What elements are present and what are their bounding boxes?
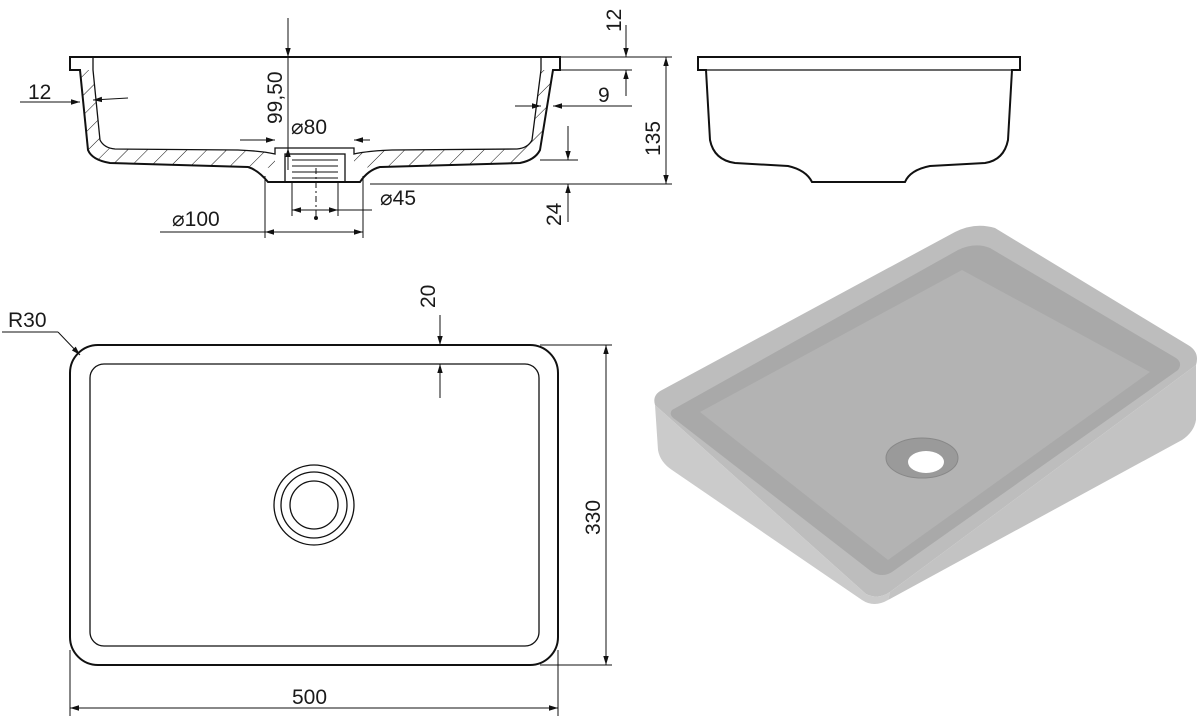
outlet-pipe <box>284 153 346 183</box>
side-outline <box>697 56 1021 183</box>
corner-radius-label: R30 <box>8 309 47 332</box>
outlet-top-diameter-label: ⌀80 <box>291 116 327 139</box>
sink-3d-render <box>654 225 1197 604</box>
plan-depth-label: 330 <box>582 500 605 535</box>
outlet-bore-diameter-label: ⌀45 <box>380 187 416 210</box>
total-height-label: 135 <box>642 121 665 156</box>
plan-view: R30 20 330 500 <box>2 285 612 716</box>
render-basin-floor <box>700 270 1150 560</box>
render-drain-hole <box>908 451 944 473</box>
section-hatch-left <box>80 70 275 168</box>
outlet-outer-diameter-label: ⌀100 <box>172 208 220 231</box>
outlet-height-label: 24 <box>543 202 566 226</box>
inner-depth-label: 99,50 <box>264 71 287 124</box>
rim-height-label: 12 <box>603 9 626 32</box>
section-view: 12 99,50 ⌀80 ⌀45 ⌀100 12 <box>20 9 672 238</box>
side-elevation <box>697 56 1021 183</box>
plan-inner-outline <box>89 363 540 647</box>
section-hatch-right <box>354 70 553 168</box>
plan-drain <box>273 464 355 546</box>
render-side-right <box>888 365 1196 600</box>
section-inner-profile <box>92 57 542 155</box>
centerline-point <box>314 216 318 220</box>
rim-step-label: 9 <box>598 84 610 107</box>
plan-width-label: 500 <box>292 686 327 709</box>
wall-thickness-label: 12 <box>28 81 51 104</box>
plan-outer-outline <box>69 344 559 666</box>
rim-width-label: 20 <box>417 285 440 308</box>
